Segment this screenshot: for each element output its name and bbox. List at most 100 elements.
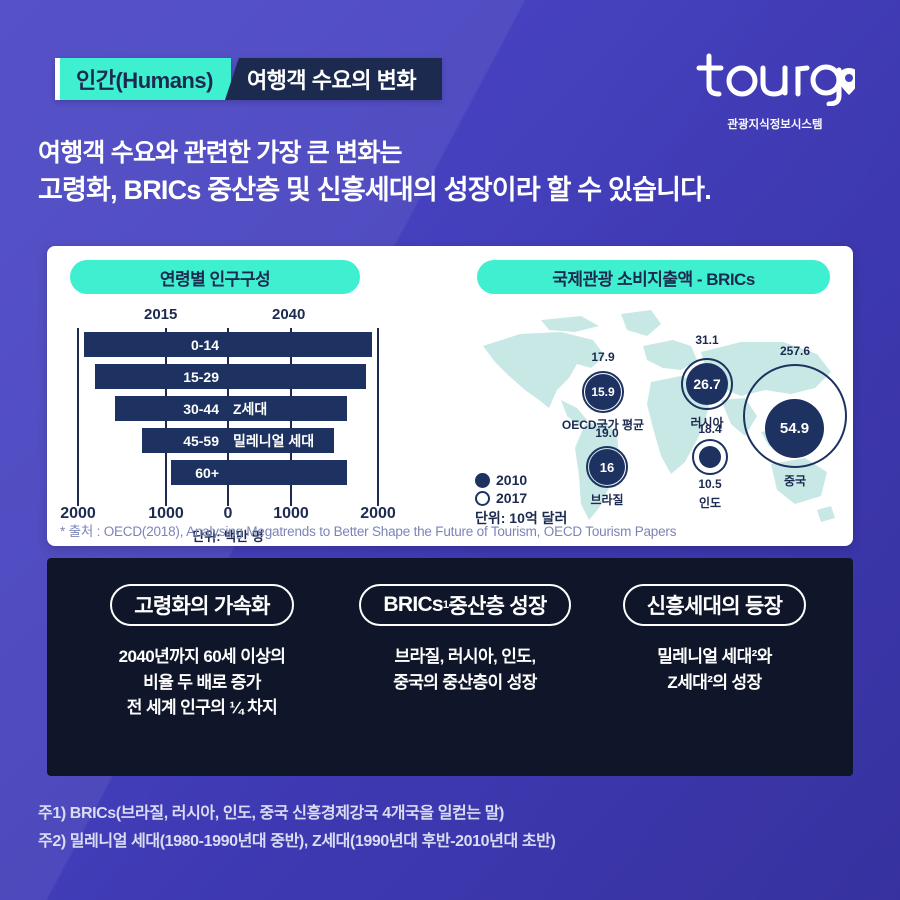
summary-caption-brics-sup: 1	[442, 599, 449, 611]
bubble-label-russia: 러시아	[690, 416, 724, 430]
pyramid-tick-2	[227, 496, 229, 506]
bubble-inner-oecd: 15.9	[585, 374, 621, 410]
pyramid-xtick-label-3: 1000	[273, 505, 309, 522]
bubble-outer-brazil	[586, 446, 628, 488]
pyramid-left-year: 2015	[144, 306, 178, 323]
summary-desc-aging-line-2: 비율 두 배로 증가	[143, 672, 261, 692]
tourgo-logo: 관광지식정보시스템	[695, 50, 860, 132]
pyramid-bar-right-60plus	[227, 460, 347, 485]
chart-card: 연령별 인구구성 국제관광 소비지출액 - BRICs 2015 2040 0-…	[47, 246, 853, 546]
pyramid-row-0-14: 0-14	[57, 332, 457, 357]
chart-title-population: 연령별 인구구성	[70, 260, 360, 294]
legend-item-2010: 2010	[475, 472, 567, 488]
summary-desc-aging-line-1: 2040년까지 60세 이상의	[118, 647, 286, 666]
footnote-2: 주2) 밀레니얼 세대(1980-1990년대 중반), Z세대(1990년대 …	[38, 833, 556, 850]
summary-desc-brics-line-1: 브라질, 러시아, 인도,	[394, 647, 537, 666]
logo-icon	[696, 53, 860, 107]
legend-label-2017: 2017	[496, 490, 528, 506]
bubble-value-2017-oecd: 17.9	[591, 350, 615, 364]
footnotes-block: 주1) BRICs(브라질, 러시아, 인도, 중국 신흥경제강국 4개국을 일…	[38, 800, 556, 856]
pyramid-xtick-label-0: 2000	[60, 505, 96, 522]
summary-desc-brics: 브라질, 러시아, 인도, 중국의 중산층이 성장	[330, 644, 600, 695]
pyramid-age-label-45-59: 45-59	[183, 432, 219, 449]
pyramid-bar-left-30-44: 30-44	[115, 396, 227, 421]
pyramid-xtick-label-4: 2000	[360, 505, 396, 522]
chart-title-brics: 국제관광 소비지출액 - BRICs	[477, 260, 830, 294]
pyramid-axis-right-outer	[377, 328, 379, 496]
pyramid-age-label-15-29: 15-29	[183, 368, 219, 385]
pyramid-bar-right-15-29	[227, 364, 366, 389]
pyramid-tick-4	[377, 496, 379, 506]
pyramid-bar-right-30-44: Z세대	[227, 396, 347, 421]
summary-card-newgen: 신흥세대의 등장 밀레니얼 세대²와 Z세대²의 성장	[587, 584, 842, 695]
pyramid-xtick-label-1: 1000	[148, 505, 184, 522]
bubble-value-2010-india: 10.5	[698, 477, 722, 491]
summary-card-aging: 고령화의 가속화 2040년까지 60세 이상의 비율 두 배로 증가 전 세계…	[67, 584, 337, 721]
legend-dot-outline-icon	[475, 490, 490, 506]
pyramid-bar-left-0-14: 0-14	[84, 332, 227, 357]
bubble-map-chart: 17.9 15.9 OECD국가 평균 19.0 16 브라질 31.1 26.…	[465, 304, 847, 542]
bubble-outer-china	[743, 364, 847, 468]
pyramid-bar-left-45-59: 45-59	[142, 428, 227, 453]
legend-dot-filled-icon	[475, 472, 490, 488]
bubble-outer-russia	[681, 358, 733, 410]
source-note: * 출처 : OECD(2018), Analysing Megatrends …	[60, 524, 677, 539]
pyramid-age-label-0-14: 0-14	[190, 336, 219, 353]
headline-line-1: 여행객 수요와 관련한 가장 큰 변화는	[38, 139, 403, 167]
legend-unit-label: 단위: 10억 달러	[475, 510, 568, 526]
bubble-value-2017-brazil: 19.0	[595, 426, 619, 440]
pyramid-row-45-59: 45-59 밀레니얼 세대	[57, 428, 457, 453]
pyramid-generation-label-millennial: 밀레니얼 세대	[233, 432, 315, 449]
headline-line-2: 고령화, BRICs 중산층 및 신흥세대의 성장이라 할 수 있습니다.	[38, 175, 712, 206]
summary-desc-brics-line-2: 중국의 중산층이 성장	[393, 672, 537, 692]
summary-desc-newgen-line-2: Z세대²의 성장	[667, 672, 762, 692]
bubble-label-india: 인도	[698, 496, 722, 510]
pyramid-row-60plus: 60+	[57, 460, 457, 485]
pyramid-tick-0	[77, 496, 79, 506]
population-pyramid-chart: 2015 2040 0-14 15-29	[57, 306, 457, 544]
bubble-label-brazil: 브라질	[590, 493, 624, 507]
bubble-inner-china: 54.9	[765, 399, 824, 458]
header-category-tag: 인간(Humans)	[60, 58, 231, 100]
bubble-value-2017-china: 257.6	[779, 344, 811, 358]
headline-block: 여행객 수요와 관련한 가장 큰 변화는 고령화, BRICs 중산층 및 신흥…	[38, 138, 712, 208]
pyramid-bar-left-60plus: 60+	[171, 460, 227, 485]
bubble-inner-russia: 26.7	[686, 363, 728, 405]
bubble-value-2017-india: 18.4	[698, 422, 722, 436]
pyramid-bar-right-0-14	[227, 332, 372, 357]
logo-subtitle: 관광지식정보시스템	[727, 119, 823, 131]
bubble-label-china: 중국	[783, 474, 807, 488]
summary-caption-brics-main: BRICs	[383, 593, 443, 616]
pyramid-row-15-29: 15-29	[57, 364, 457, 389]
bubble-inner-india	[699, 446, 721, 468]
map-pin-icon	[838, 68, 860, 95]
summary-caption-brics-rest: 중산층 성장	[448, 595, 547, 618]
pyramid-generation-label-z: Z세대	[233, 400, 268, 417]
pyramid-axis-left-outer	[77, 328, 79, 496]
pyramid-bar-left-15-29: 15-29	[95, 364, 227, 389]
summary-desc-newgen-line-1: 밀레니얼 세대²와	[657, 647, 772, 666]
bubble-label-oecd: OECD국가 평균	[561, 418, 645, 432]
pyramid-age-label-60plus: 60+	[195, 464, 219, 481]
pyramid-tick-3	[290, 496, 292, 506]
pyramid-tick-1	[165, 496, 167, 506]
pyramid-right-year: 2040	[272, 306, 306, 323]
summary-desc-aging-line-3: 전 세계 인구의 ¼ 차지	[126, 698, 278, 717]
header-title: 여행객 수요의 변화	[224, 58, 443, 100]
footnote-1: 주1) BRICs(브라질, 러시아, 인도, 중국 신흥경제강국 4개국을 일…	[38, 805, 504, 822]
summary-panel: 고령화의 가속화 2040년까지 60세 이상의 비율 두 배로 증가 전 세계…	[47, 558, 853, 776]
bubble-map-legend: 2010 2017 단위: 10억 달러	[475, 472, 567, 528]
pyramid-unit-label: 단위: 백만 명	[192, 529, 264, 544]
legend-label-2010: 2010	[496, 472, 528, 488]
header-accent-bar	[55, 58, 60, 100]
summary-caption-aging: 고령화의 가속화	[110, 584, 294, 626]
summary-desc-newgen: 밀레니얼 세대²와 Z세대²의 성장	[587, 644, 842, 695]
pyramid-xtick-label-2: 0	[223, 505, 233, 522]
bubble-inner-brazil: 16	[589, 449, 625, 485]
legend-item-2017: 2017	[475, 490, 567, 506]
bubble-outer-oecd	[582, 371, 624, 413]
pyramid-age-label-30-44: 30-44	[183, 400, 219, 417]
